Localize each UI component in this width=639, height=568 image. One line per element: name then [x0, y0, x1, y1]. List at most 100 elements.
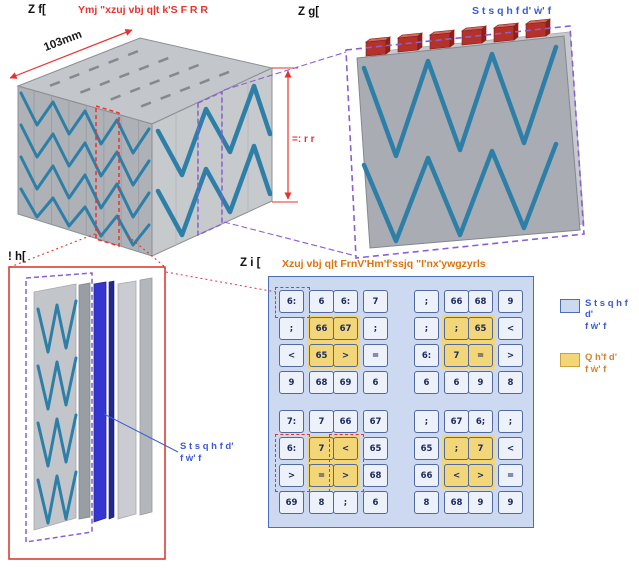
column-highlight-top [275, 287, 310, 318]
channel-cell: 68 [468, 290, 493, 313]
channel-cell: 6 [444, 371, 469, 394]
channel-cell: ; [444, 317, 469, 340]
active-area-swatch [560, 353, 580, 368]
channel-cell: 68 [309, 371, 334, 394]
channel-cell: 67 [444, 410, 469, 433]
cable-zigzags [361, 44, 559, 244]
channel-cell: > [279, 464, 304, 487]
channel-cell: ; [363, 317, 388, 340]
plate-right [117, 280, 137, 520]
channel-cell: 67 [363, 410, 388, 433]
column-zoom-render [8, 266, 166, 560]
channel-cell: < [333, 437, 358, 460]
blue-layer-callout: S t s q h f d' f ẇ' f [180, 441, 233, 465]
supermodule-render: 103mm =: r r [9, 28, 315, 257]
channel-cell: 6 [363, 491, 388, 514]
panel-d-title: Xzuj vbj q|t FrnV'Hm'f'ssjq "I'nx'ywgzyr… [282, 258, 486, 270]
channel-cell: 6 [414, 371, 439, 394]
channel-cell: 7 [468, 437, 493, 460]
panel-a-label: Z f[ [28, 4, 46, 16]
channel-cell: 67 [333, 317, 358, 340]
legend-item-active: Q h'f d' f ẇ' f [560, 352, 638, 375]
legend: S t s q h f d' f ẇ' f Q h'f d' f ẇ' f [560, 298, 638, 375]
panel-b-label: Z g[ [298, 6, 320, 18]
channel-cell: 68 [444, 491, 469, 514]
channel-cell: = [468, 344, 493, 367]
layer-highlight-dashed [25, 272, 93, 543]
channel-cell: 66 [333, 410, 358, 433]
grid-row: ;;65< [414, 317, 523, 340]
channel-cell: 7 [444, 344, 469, 367]
channel-cell: > [468, 464, 493, 487]
channel-cell: > [333, 344, 358, 367]
channel-cell: 6: [279, 290, 304, 313]
channel-cell: 9 [279, 371, 304, 394]
panel-a-title: Ymj "xzuj vbj q|t k'S F R R [78, 4, 209, 16]
legend-line2: f ẇ' f [585, 320, 607, 332]
channel-cell: 6: [333, 290, 358, 313]
channel-cell: 6: [414, 344, 439, 367]
channel-cell: 8 [309, 491, 334, 514]
channel-cell: 69 [333, 371, 358, 394]
grid-row: <65>= [279, 344, 388, 367]
dimension-right: =: r r [272, 67, 315, 203]
channel-cell: 9 [498, 290, 523, 313]
channel-cell: 66 [309, 317, 334, 340]
channel-cell: < [498, 437, 523, 460]
dimension-top-label: 103mm [42, 28, 83, 53]
channel-cell: 6 [309, 290, 334, 313]
highlighted-blue-layer [93, 281, 107, 523]
channel-cell: ; [333, 491, 358, 514]
column-highlight-right [329, 434, 364, 492]
channel-cell: < [498, 317, 523, 340]
panel-b-title: S t s q h f d' ẇ' f [472, 5, 552, 17]
channel-cell: 7: [279, 410, 304, 433]
active-area-label: Q h'f d' f ẇ' f [585, 352, 617, 375]
grid-row: 65;7< [414, 437, 523, 460]
legend-line1: S t s q h f d' [585, 298, 628, 321]
panel-d-label: Z i [ [240, 257, 261, 269]
channel-cell: 7 [363, 290, 388, 313]
channel-cell: 66 [444, 290, 469, 313]
callout-line1: S t s q h f d' [180, 441, 234, 452]
channel-cell: 65 [414, 437, 439, 460]
grid-row: 6:7=> [414, 344, 523, 367]
channel-cell: 65 [468, 317, 493, 340]
zoom-connector-line [165, 271, 277, 293]
channel-cell: 65 [309, 344, 334, 367]
thin-blue-layer [108, 280, 115, 520]
channel-cell: < [279, 344, 304, 367]
connector-block [461, 25, 487, 46]
cable-zigzags [36, 299, 78, 525]
channel-cell: ; [498, 410, 523, 433]
legend-item-nonactive: S t s q h f d' f ẇ' f [560, 298, 638, 332]
nonactive-area-label: S t s q h f d' f ẇ' f [585, 298, 638, 332]
column-highlight-left [275, 434, 310, 492]
channel-cell: 65 [363, 437, 388, 460]
channel-cell: 68 [363, 464, 388, 487]
channel-cell: ; [414, 410, 439, 433]
channel-cell: ; [414, 290, 439, 313]
channel-cell: 8 [498, 371, 523, 394]
cable-zigzags-left [19, 91, 151, 247]
channel-cell: 9 [498, 491, 523, 514]
channel-cell: = [498, 464, 523, 487]
channel-cell: > [333, 464, 358, 487]
channel-cell: 8 [414, 491, 439, 514]
channel-cell: = [363, 344, 388, 367]
layer-highlight-dashed [197, 90, 223, 237]
column-highlight-dashed [95, 104, 120, 248]
grid-row: 66<>= [414, 464, 523, 487]
channel-cell: > [498, 344, 523, 367]
